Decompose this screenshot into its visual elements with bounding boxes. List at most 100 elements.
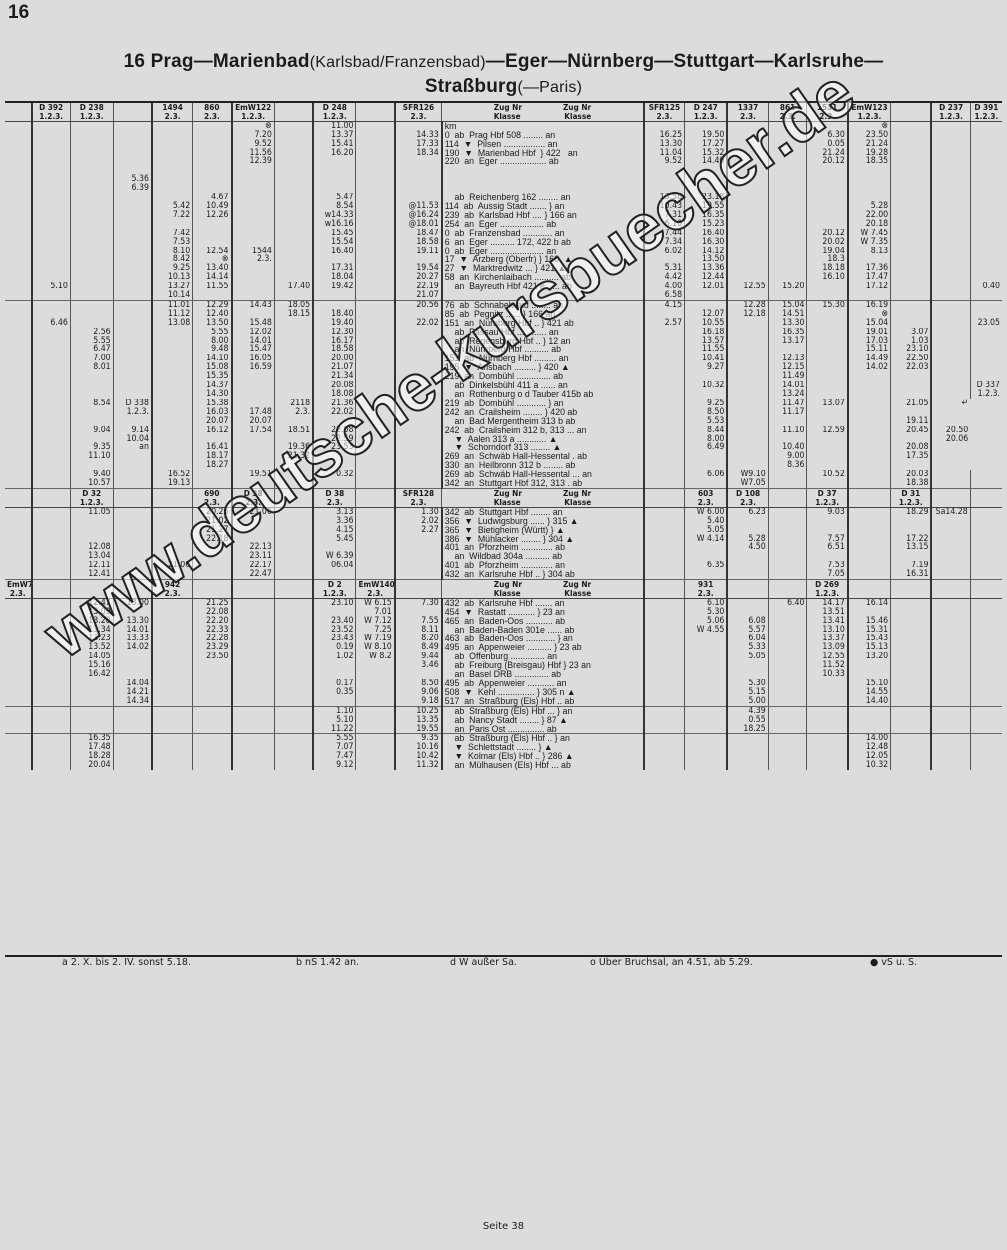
- time-cell: [192, 706, 232, 735]
- time-cell: [393, 398, 442, 426]
- time-cell: W 8.2: [355, 652, 395, 679]
- time-cell: 10.32: [684, 381, 728, 399]
- time-cell: 8.13 17.36 17.47: [846, 246, 891, 283]
- time-cell: [890, 228, 932, 247]
- time-cell: [846, 166, 891, 194]
- time-cell: [846, 398, 891, 426]
- time-cell: D 237 1.2.3.: [930, 103, 971, 122]
- train-header-row: D 32 1.2.3.690 2.3.D 38 2.3.D 38 2.3.SFR…: [5, 488, 1002, 508]
- time-cell: 12.29 12.40 13.50: [192, 300, 232, 328]
- station-cell: 151 ab Nürnberg Hbf ......... an 195 ▼ A…: [440, 354, 645, 382]
- time-cell: 17.40: [273, 282, 314, 301]
- time-cell: [846, 381, 891, 399]
- time-cell: [969, 354, 1002, 382]
- time-cell: [355, 507, 395, 562]
- time-cell: [726, 381, 769, 399]
- time-cell: [230, 634, 275, 653]
- time-cell: [969, 488, 1002, 508]
- time-cell: 12.02 14.01 15.47: [230, 327, 275, 355]
- time-cell: [642, 425, 685, 471]
- footnote-o: o Über Bruchsal, an 4.51, ab 5.29.: [590, 957, 753, 968]
- station-cell: an Bayreuth Hbf 421 e ..... ab: [440, 282, 645, 301]
- time-cell: 6.46: [30, 300, 71, 328]
- time-cell: [69, 282, 114, 301]
- time-cell: [930, 121, 971, 167]
- time-cell: [930, 733, 971, 771]
- time-cell: 20.25 21.02 21.27 22.18: [192, 507, 232, 562]
- time-cell: 15.30: [806, 300, 848, 328]
- time-cell: [273, 488, 314, 508]
- time-cell: 2.56 5.55 6.47: [69, 327, 114, 355]
- time-cell: 9.44 3.46: [393, 652, 442, 679]
- time-cell: 18.47 18.58: [393, 228, 442, 247]
- time-cell: [846, 488, 891, 508]
- time-cell: 20.12 20.02: [806, 228, 848, 247]
- time-cell: D 108 2.3.: [726, 488, 769, 508]
- time-cell: [5, 381, 32, 399]
- station-cell: 0 ab Eger ...................... an 17 ▼…: [440, 246, 645, 283]
- time-cell: 18.51 19.36 21.32: [273, 425, 314, 471]
- time-cell: [30, 398, 71, 426]
- time-cell: [684, 634, 728, 653]
- time-cell: [806, 706, 848, 735]
- time-cell: 23.05: [969, 300, 1002, 328]
- time-cell: 9.04 9.35 11.10: [69, 425, 114, 471]
- time-cell: D 31 1.2.3.: [890, 488, 932, 508]
- station-cell: ab Straßburg (Els) Hbf .. } an ▼ Schlett…: [440, 733, 645, 771]
- time-cell: [150, 488, 193, 508]
- time-cell: [30, 327, 71, 355]
- time-cell: D 338 1.2.3.: [112, 398, 152, 426]
- time-cell: [5, 247, 32, 283]
- time-cell: [150, 652, 193, 679]
- time-cell: [393, 425, 442, 471]
- time-cell: [5, 328, 32, 355]
- time-cell: 11.01 11.12 13.08: [150, 300, 193, 328]
- time-cell: 2118 2.3.: [273, 398, 314, 426]
- time-cell: 16.35 17.48 18.28 20.04: [69, 733, 114, 771]
- time-cell: [273, 679, 314, 707]
- time-cell: 13.07: [806, 398, 848, 426]
- time-cell: EmW76 2.3.: [5, 579, 32, 599]
- time-cell: 20.45 20.08 17.35: [890, 425, 932, 471]
- time-cell: 23.10 23.40 23.52: [312, 598, 356, 635]
- time-cell: [969, 507, 1002, 562]
- time-cell: W 6.00 5.40 5.05 W 4.14: [684, 507, 728, 562]
- time-cell: [930, 354, 971, 382]
- time-cell: 20.50 20.06: [930, 425, 971, 471]
- time-cell: 5.05: [726, 652, 769, 679]
- time-cell: [393, 470, 442, 489]
- time-cell: [30, 561, 71, 581]
- time-cell: [642, 488, 685, 508]
- time-cell: 9.40 10.57: [69, 470, 114, 489]
- station-cell: 219 ab Dombühl ............ } an 242 an …: [440, 398, 645, 426]
- time-cell: [355, 193, 395, 229]
- time-cell: 22.19 21.07: [393, 282, 442, 301]
- time-cell: [112, 561, 152, 581]
- station-cell: 76 ab Schnabelwaid ........ an 85 ab Peg…: [440, 300, 645, 328]
- time-cell: [150, 381, 193, 399]
- time-cell: [5, 282, 32, 301]
- time-cell: 5.55 8.00 9.48: [192, 327, 232, 355]
- timetable-number: 16: [123, 51, 146, 72]
- time-cell: [806, 327, 848, 355]
- time-cell: 0.17 0.35: [312, 679, 356, 707]
- time-cell: [726, 398, 769, 426]
- time-cell: [726, 228, 769, 247]
- time-cell: [890, 282, 932, 301]
- time-cell: [930, 488, 971, 508]
- timetable-row: 5.36 6.39: [5, 166, 1002, 194]
- time-cell: 10.52: [806, 470, 848, 489]
- time-cell: [726, 327, 769, 355]
- time-cell: [969, 327, 1002, 355]
- time-cell: [112, 381, 152, 399]
- time-cell: 6.23 5.28 4.50: [726, 507, 769, 562]
- time-cell: 19.42: [312, 282, 356, 301]
- time-cell: [355, 121, 395, 167]
- time-cell: 7.42 7.53: [150, 228, 193, 247]
- time-cell: 12.55: [726, 282, 769, 301]
- time-cell: [112, 282, 152, 301]
- time-cell: [5, 121, 32, 166]
